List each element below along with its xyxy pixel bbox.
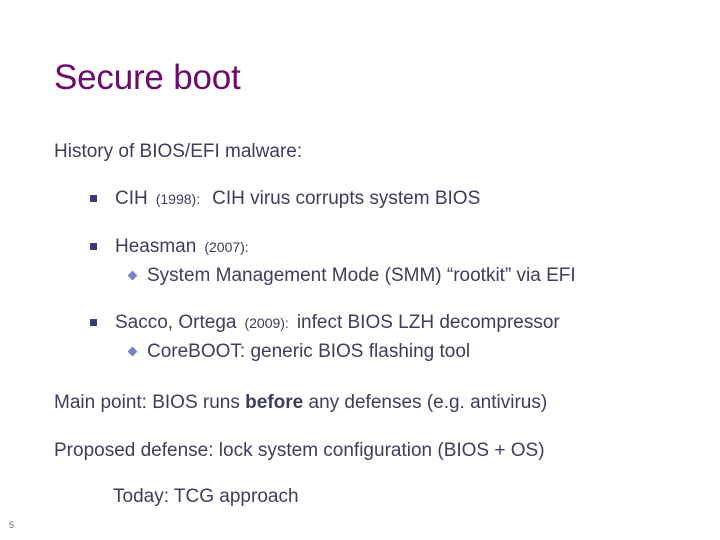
entry-description: CIH virus corrupts system BIOS (212, 188, 481, 209)
list-item-heasman: Heasman (2007): System Management Mode (S… (54, 233, 704, 289)
list-item-sacco-ortega: Sacco, Ortega (2009): infect BIOS LZH deco… (54, 309, 704, 365)
diamond-bullet-icon (127, 346, 138, 357)
statement-today: Today: TCG approach (113, 486, 299, 507)
list-item-text: CIH (1998): CIH virus corrupts system BIOS (115, 188, 480, 209)
entry-year: (2009): (244, 315, 289, 331)
sub-list-sacco-ortega: CoreBOOT: generic BIOS flashing tool (115, 338, 704, 365)
page-number: 5 (9, 520, 15, 530)
diamond-bullet-icon (127, 270, 138, 281)
main-point-suffix: any defenses (e.g. antivirus) (303, 392, 548, 413)
page-title: Secure boot (54, 58, 241, 97)
malware-history-list: CIH (1998): CIH virus corrupts system BIOS… (54, 185, 704, 365)
sub-list-item: System Management Mode (SMM) “rootkit” v… (127, 262, 704, 289)
sub-list-item: CoreBOOT: generic BIOS flashing tool (127, 338, 704, 365)
statement-proposed-defense: Proposed defense: lock system configurat… (54, 440, 545, 461)
entry-year: (2007): (204, 239, 249, 255)
entry-year: (1998): (155, 191, 201, 207)
square-bullet-icon (90, 243, 97, 250)
slide-body: History of BIOS/EFI malware: CIH(1998):C… (54, 139, 704, 365)
entry-label: CIH (115, 188, 148, 209)
sub-list-item-text: System Management Mode (SMM) “rootkit” v… (147, 265, 576, 286)
sub-list-item-text: CoreBOOT: generic BIOS flashing tool (147, 341, 471, 362)
square-bullet-icon (90, 195, 97, 202)
entry-label: Heasman (115, 236, 197, 257)
list-item-text: Sacco, Ortega (2009): infect BIOS LZH deco… (115, 312, 560, 333)
main-point-prefix: Main point: BIOS runs (54, 392, 246, 413)
sub-list-heasman: System Management Mode (SMM) “rootkit” v… (115, 262, 704, 289)
main-point-emphasis: before (245, 392, 304, 413)
statement-main-point: Main point: BIOS runs before any defense… (54, 389, 547, 416)
entry-label: Sacco, Ortega (115, 312, 237, 333)
square-bullet-icon (90, 319, 97, 326)
list-item-text: Heasman (2007): (115, 236, 249, 257)
lead-line: History of BIOS/EFI malware: (54, 141, 303, 162)
entry-description: infect BIOS LZH decompressor (296, 312, 560, 333)
list-item-cih: CIH (1998): CIH virus corrupts system BIOS (54, 185, 704, 213)
